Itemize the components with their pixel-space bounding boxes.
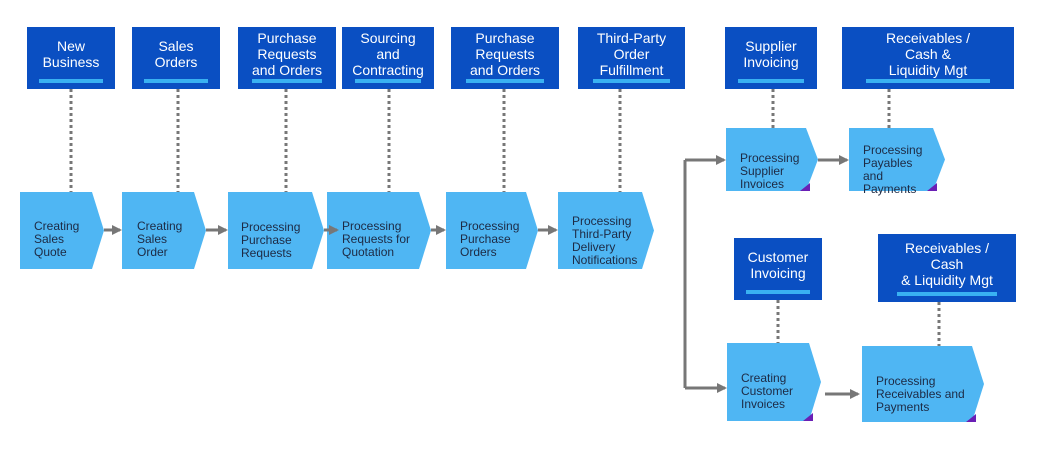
header-sales-orders: Sales Orders <box>132 27 220 89</box>
corner-marker <box>800 183 810 191</box>
step-label: Processing Purchase Requests <box>241 220 301 260</box>
step-processing-purchase-orders: Processing Purchase Orders <box>460 207 540 259</box>
step-label: Processing Supplier Invoices <box>740 151 800 191</box>
step-chevron-processing-third-party <box>558 192 654 269</box>
step-chevron-processing-rfq <box>327 192 431 269</box>
header-underline <box>251 79 323 83</box>
step-chevron-creating-customer-invoices <box>727 343 821 421</box>
header-underline <box>39 79 103 83</box>
header-underline <box>144 79 208 83</box>
step-creating-sales-quote: Creating Sales Quote <box>34 207 100 259</box>
corner-marker <box>927 183 937 191</box>
header-customer-invoicing-label: Customer Invoicing <box>747 249 809 281</box>
header-underline <box>592 79 671 83</box>
header-underline <box>866 79 990 83</box>
step-processing-third-party: Processing Third-Party Delivery Notifica… <box>572 202 652 267</box>
step-creating-sales-order: Creating Sales Order <box>137 207 203 259</box>
step-chevron-processing-supplier-invoices <box>726 128 818 191</box>
header-purchase-requests-2-label: Purchase Requests and Orders <box>469 30 541 78</box>
step-chevron-processing-receivables <box>862 346 984 422</box>
step-chevron-processing-payables <box>849 128 945 191</box>
step-chevron-processing-purchase-orders <box>446 192 538 269</box>
step-label: Processing Payables and Payments <box>863 143 923 196</box>
step-label: Processing Purchase Orders <box>460 219 520 259</box>
header-sourcing: Sourcing and Contracting <box>342 27 434 89</box>
step-processing-supplier-invoices: Processing Supplier Invoices <box>740 139 814 191</box>
header-supplier-invoicing-label: Supplier Invoicing <box>743 38 799 70</box>
header-receivables-2: Receivables / Cash & Liquidity Mgt <box>878 234 1016 302</box>
step-processing-rfq: Processing Requests for Quotation <box>342 207 422 259</box>
step-chevron-processing-purchase-requests <box>228 192 324 269</box>
header-receivables-1-label: Receivables / Cash & Liquidity Mgt <box>885 30 971 78</box>
header-sourcing-label: Sourcing and Contracting <box>352 30 424 78</box>
header-third-party: Third-Party Order Fulfillment <box>578 27 685 89</box>
corner-marker <box>803 413 813 421</box>
header-new-business: New Business <box>27 27 115 89</box>
step-creating-customer-invoices: Creating Customer Invoices <box>741 359 815 411</box>
header-underline <box>737 79 805 83</box>
corner-marker <box>966 414 976 422</box>
header-underline <box>897 292 997 296</box>
header-underline <box>746 290 810 294</box>
header-customer-invoicing: Customer Invoicing <box>734 238 822 300</box>
header-third-party-label: Third-Party Order Fulfillment <box>596 30 667 78</box>
header-sales-orders-label: Sales Orders <box>154 38 198 70</box>
header-purchase-requests-1: Purchase Requests and Orders <box>238 27 336 89</box>
step-label: Creating Sales Order <box>137 219 183 259</box>
header-receivables-1: Receivables / Cash & Liquidity Mgt <box>842 27 1014 89</box>
step-label: Processing Third-Party Delivery Notifica… <box>572 214 638 267</box>
header-purchase-requests-1-label: Purchase Requests and Orders <box>251 30 323 78</box>
header-purchase-requests-2: Purchase Requests and Orders <box>451 27 559 89</box>
step-processing-payables: Processing Payables and Payments <box>863 131 937 196</box>
step-chevron-creating-sales-quote <box>20 192 104 269</box>
step-label: Processing Receivables and Payments <box>876 374 965 414</box>
header-underline <box>354 79 422 83</box>
header-supplier-invoicing: Supplier Invoicing <box>725 27 817 89</box>
step-label: Processing Requests for Quotation <box>342 219 411 259</box>
header-receivables-2-label: Receivables / Cash & Liquidity Mgt <box>901 240 993 288</box>
step-label: Creating Sales Quote <box>34 219 80 259</box>
step-chevron-creating-sales-order <box>122 192 206 269</box>
header-new-business-label: New Business <box>42 38 100 70</box>
step-processing-purchase-requests: Processing Purchase Requests <box>241 208 321 260</box>
step-label: Creating Customer Invoices <box>741 371 794 411</box>
step-processing-receivables: Processing Receivables and Payments <box>876 362 976 414</box>
header-underline <box>466 79 544 83</box>
